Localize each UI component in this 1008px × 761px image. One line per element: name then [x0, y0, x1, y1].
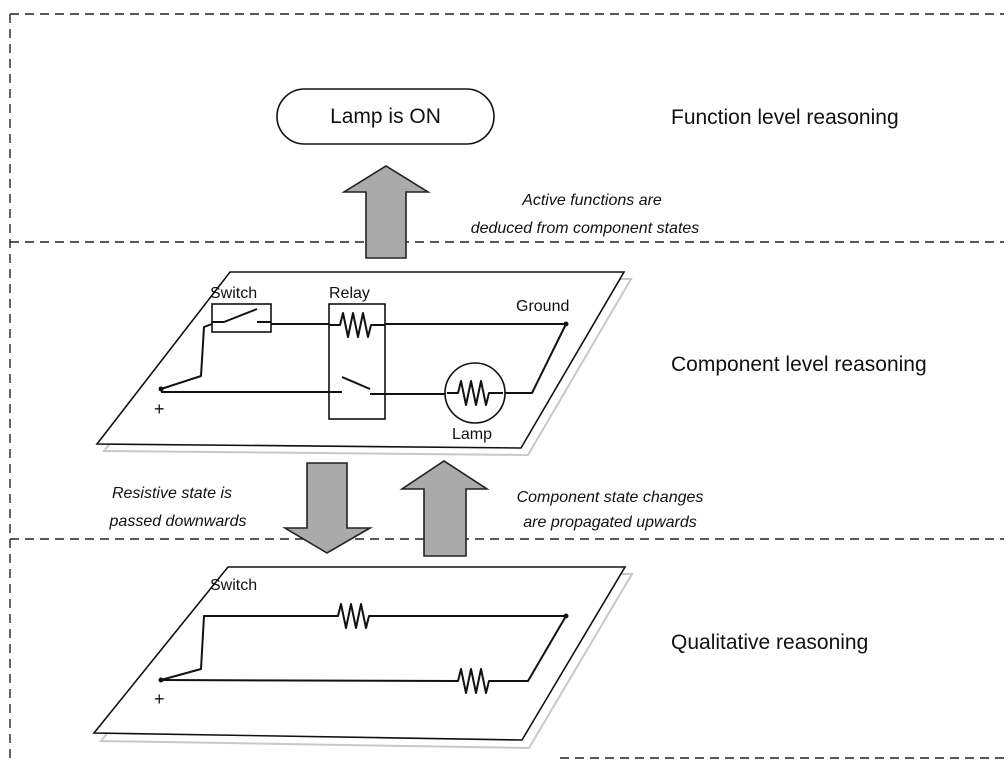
- lamp-state-label: Lamp is ON: [330, 105, 441, 128]
- lamp-filament-resistor: [447, 380, 503, 406]
- qualitative-level-label: Qualitative reasoning: [671, 631, 868, 654]
- qualitative-plane: [92, 566, 627, 741]
- lamp-state-box: [276, 88, 495, 145]
- note-active-functions-line1: Active functions are: [521, 192, 662, 209]
- wire-ground-to-lamp: [505, 323, 567, 394]
- qualitative-plus-label: +: [154, 689, 165, 709]
- wire-switch-feed: [160, 323, 213, 390]
- relay-label: Relay: [329, 285, 370, 302]
- qualitative-plus-terminal: [158, 677, 164, 683]
- switch-label: Switch: [210, 285, 257, 302]
- relay-component: [328, 303, 386, 420]
- lamp-label: Lamp: [452, 426, 492, 443]
- note-resistive-line2: passed downwards: [109, 513, 247, 530]
- qualitative-upper-branch: [160, 603, 566, 681]
- note-active-functions-line2: deduced from component states: [471, 220, 700, 237]
- function-level: Lamp is ON Function level reasoning: [276, 88, 899, 145]
- note-component-changes-line1: Component state changes: [517, 489, 704, 506]
- qualitative-switch-label: Switch: [210, 577, 257, 594]
- ground-label: Ground: [516, 298, 569, 315]
- switch-component: [211, 303, 272, 333]
- qualitative-level: Switch + Qualitative reasoning: [92, 566, 868, 750]
- lamp-component: [444, 362, 506, 424]
- arrow-down-to-qualitative: [282, 462, 373, 554]
- function-level-label: Function level reasoning: [671, 106, 899, 129]
- plus-label: +: [154, 399, 165, 419]
- relay-contact: [341, 376, 371, 390]
- arrow-up-to-component: [399, 460, 490, 557]
- note-resistive-line1: Resistive state is: [112, 485, 232, 502]
- level-boundaries: [9, 13, 1004, 759]
- component-level-label: Component level reasoning: [671, 353, 927, 376]
- plus-terminal: [158, 386, 164, 392]
- arrow-up-to-function: [341, 165, 431, 259]
- relay-coil-resistor: [329, 312, 385, 338]
- switch-contact: [223, 308, 258, 323]
- note-component-changes-line2: are propagated upwards: [523, 514, 696, 531]
- component-level: Switch Relay Ground + Lamp Component lev…: [95, 271, 927, 457]
- qualitative-lower-branch: [160, 615, 567, 694]
